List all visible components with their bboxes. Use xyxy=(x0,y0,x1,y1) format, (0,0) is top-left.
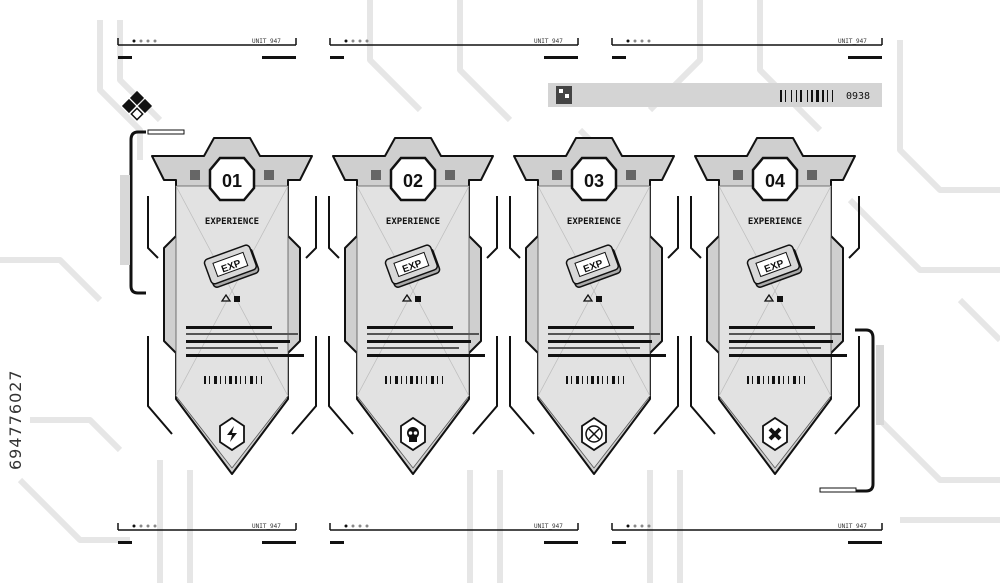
text-line xyxy=(729,347,821,349)
glyph-square xyxy=(733,170,743,180)
card-title: EXPERIENCE xyxy=(386,217,440,227)
banner-barcode xyxy=(780,90,833,102)
glyph-square xyxy=(807,170,817,180)
card-number: 02 xyxy=(403,171,423,191)
text-line xyxy=(367,347,459,349)
text-line xyxy=(186,333,298,335)
number-badge xyxy=(208,156,256,202)
unit-label: UNIT_947 xyxy=(534,523,563,530)
glyph-square xyxy=(552,170,562,180)
number-badge xyxy=(751,156,799,202)
exp-ticket-icon: EXP xyxy=(384,244,441,288)
text-line xyxy=(548,333,660,335)
text-line xyxy=(367,326,453,329)
card-title: EXPERIENCE xyxy=(748,217,802,227)
warning-icon xyxy=(220,293,232,302)
text-line xyxy=(367,340,471,343)
text-line xyxy=(548,326,634,329)
card-number: 04 xyxy=(765,171,785,191)
text-line xyxy=(367,333,479,335)
exp-ticket-icon: EXP xyxy=(203,244,260,288)
cube-icon xyxy=(777,296,783,302)
left-side-bracket xyxy=(120,129,185,295)
glyph-square xyxy=(371,170,381,180)
bottom-ruler-3: UNIT_947 xyxy=(611,523,883,544)
text-line xyxy=(729,326,815,329)
skull-icon xyxy=(407,427,419,442)
card-number: 01 xyxy=(222,171,242,191)
text-line xyxy=(548,347,640,349)
exp-ticket-icon: EXP xyxy=(565,244,622,288)
bottom-ruler-1: UNIT_947 xyxy=(117,523,297,544)
watermark-text: 694776027 xyxy=(6,369,25,470)
text-line xyxy=(186,347,278,349)
glyph-square xyxy=(264,170,274,180)
card-barcode xyxy=(385,376,443,384)
close-icon xyxy=(768,427,782,441)
warning-icon xyxy=(401,293,413,302)
text-line xyxy=(729,333,841,335)
text-line xyxy=(729,354,847,357)
right-side-bracket xyxy=(819,328,884,493)
bottom-ruler-2: UNIT_947 xyxy=(329,523,579,544)
unit-label: UNIT_947 xyxy=(838,523,867,530)
cube-icon xyxy=(415,296,421,302)
card-barcode xyxy=(747,376,805,384)
lightning-icon xyxy=(227,426,237,442)
text-line xyxy=(186,326,272,329)
text-line xyxy=(186,354,304,357)
top-ruler-3: UNIT_947 xyxy=(611,38,883,59)
unit-label: UNIT_947 xyxy=(252,523,281,530)
text-line xyxy=(548,354,666,357)
card-title: EXPERIENCE xyxy=(205,217,259,227)
code-banner: 0938 xyxy=(548,83,882,107)
watermark: 694776027 xyxy=(6,340,36,500)
text-line xyxy=(186,340,290,343)
card-number: 03 xyxy=(584,171,604,191)
text-line xyxy=(548,340,652,343)
number-badge xyxy=(389,156,437,202)
glyph-square xyxy=(626,170,636,180)
warning-icon xyxy=(763,293,775,302)
glyph-square xyxy=(190,170,200,180)
warning-icon xyxy=(582,293,594,302)
code-readout: 0938 xyxy=(846,91,870,102)
unit-label: UNIT_947 xyxy=(838,38,867,45)
text-line xyxy=(729,340,833,343)
number-badge xyxy=(570,156,618,202)
unit-label: UNIT_947 xyxy=(534,38,563,45)
cube-icon xyxy=(596,296,602,302)
card-barcode xyxy=(566,376,624,384)
top-ruler-1: UNIT_947 xyxy=(117,38,297,59)
card-row: 01EXPERIENCEEXP02EXPERIENCEEXP03EXPERIEN… xyxy=(147,137,860,475)
exp-ticket-icon: EXP xyxy=(746,244,803,288)
cube-icon xyxy=(234,296,240,302)
card-barcode xyxy=(204,376,262,384)
crosshair-icon xyxy=(585,425,603,443)
text-line xyxy=(367,354,485,357)
card-title: EXPERIENCE xyxy=(567,217,621,227)
unit-label: UNIT_947 xyxy=(252,38,281,45)
top-ruler-2: UNIT_947 xyxy=(329,38,579,59)
glyph-square xyxy=(445,170,455,180)
